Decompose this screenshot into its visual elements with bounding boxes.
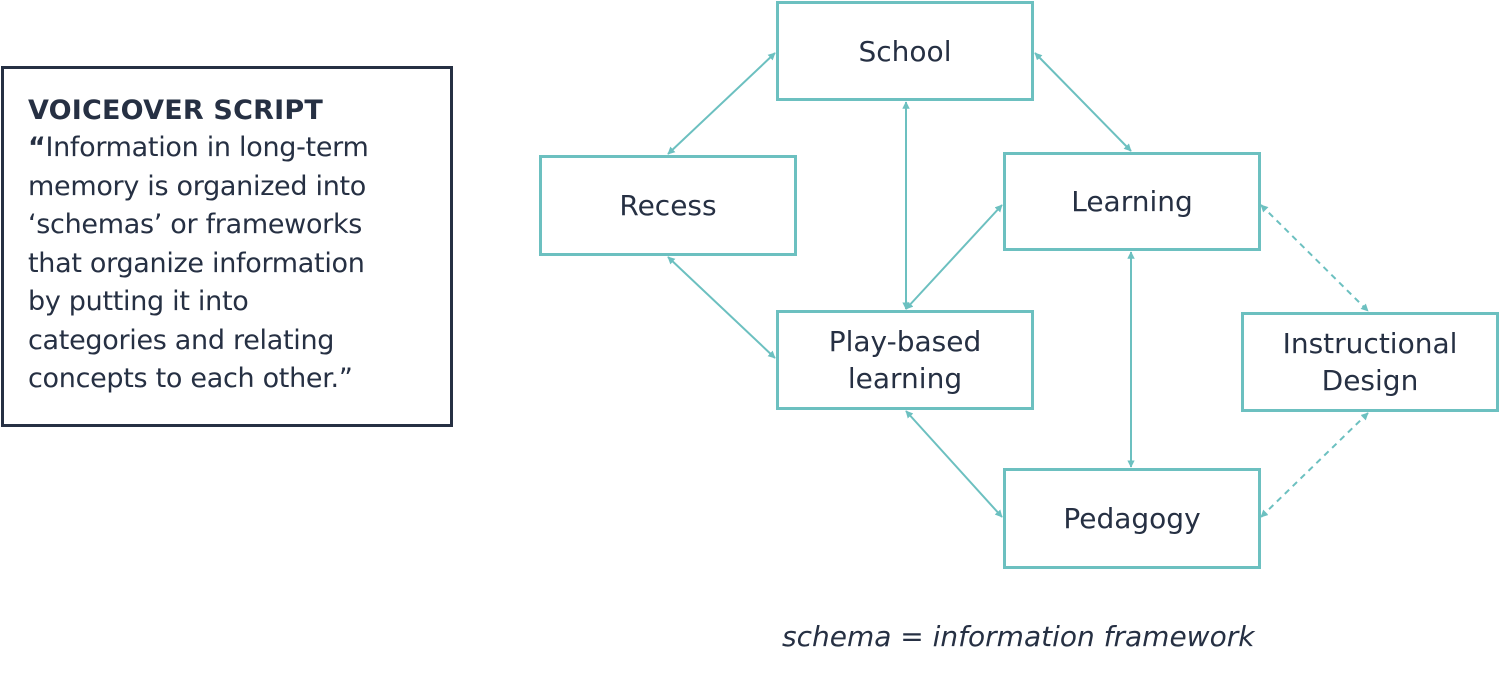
node-learning: Learning <box>1003 152 1261 251</box>
edge-learning-instructional <box>1260 204 1369 312</box>
voiceover-script-title: VOICEOVER SCRIPT <box>28 95 323 126</box>
edge-school-learning <box>1034 52 1132 152</box>
voiceover-script-box: VOICEOVER SCRIPT “Information in long-te… <box>1 66 453 427</box>
voiceover-script-text: “Information in long-term memory is orga… <box>28 129 430 399</box>
node-play-based-learning: Play-based learning <box>776 310 1034 410</box>
edge-learning-playbased <box>905 204 1003 310</box>
edge-recess-playbased <box>667 256 776 359</box>
open-quote-mark: “ <box>28 132 46 163</box>
voiceover-script-body: Information in long-term memory is organ… <box>28 132 369 394</box>
node-recess: Recess <box>539 155 797 256</box>
node-instructional-design: Instructional Design <box>1241 312 1499 412</box>
node-pedagogy: Pedagogy <box>1003 468 1261 569</box>
node-school: School <box>776 1 1034 101</box>
edge-school-recess <box>667 52 776 155</box>
edge-instructional-pedagogy <box>1260 412 1369 518</box>
schema-caption: schema = information framework <box>782 620 1255 653</box>
edge-playbased-pedagogy <box>905 410 1003 518</box>
